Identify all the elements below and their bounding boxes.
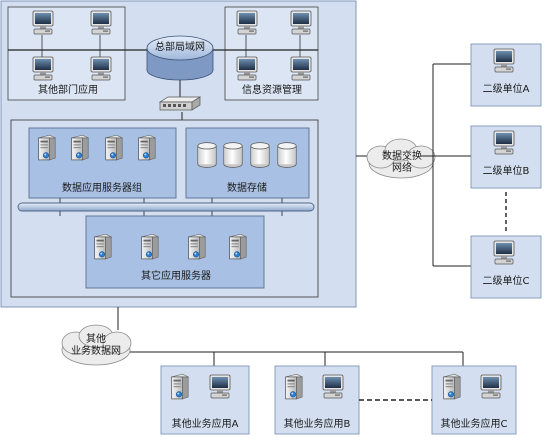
business-network-label: 其他 业务数据网 <box>71 334 121 357</box>
business-pc-icon <box>322 374 344 399</box>
dept-pc-icon <box>32 56 54 81</box>
info-pc-icon <box>290 56 312 81</box>
business-server-icon <box>285 373 303 400</box>
storage-disk-icon <box>223 142 243 168</box>
info-pc-icon <box>236 10 258 35</box>
data-storage-label: 数据存储 <box>227 183 267 194</box>
unit-c-label: 二级单位C <box>482 276 530 287</box>
storage-disk-icon <box>250 142 270 168</box>
unit-a-label: 二级单位A <box>482 84 530 95</box>
other-server-icon <box>141 233 159 260</box>
business-pc-icon <box>209 374 231 399</box>
dept-apps-label: 其他部门应用 <box>38 85 98 96</box>
app-server-group-label: 数据应用服务器组 <box>62 183 142 194</box>
dept-pc-icon <box>90 10 112 35</box>
unit-pc-icon <box>493 130 515 155</box>
switch-icon <box>159 96 201 111</box>
business-app-c-label: 其他业务应用C <box>440 419 508 430</box>
unit-pc-icon <box>493 48 515 73</box>
app-server-icon <box>71 134 89 161</box>
other-server-icon <box>188 233 206 260</box>
business-network-cloud <box>61 324 132 366</box>
app-server-icon <box>138 134 156 161</box>
dept-pc-icon <box>32 10 54 35</box>
unit-b-label: 二级单位B <box>482 166 530 177</box>
info-pc-icon <box>236 56 258 81</box>
business-app-b-label: 其他业务应用B <box>283 419 351 430</box>
business-server-icon <box>171 373 189 400</box>
other-app-servers-label: 其它应用服务器 <box>141 271 211 282</box>
other-server-icon <box>94 233 112 260</box>
business-app-a-label: 其他业务应用A <box>171 419 239 430</box>
data-bus <box>17 202 315 212</box>
info-pc-icon <box>290 10 312 35</box>
info-mgmt-label: 信息资源管理 <box>242 85 302 96</box>
business-pc-icon <box>480 374 502 399</box>
datacenter-frame <box>10 119 319 298</box>
app-server-icon <box>105 134 123 161</box>
business-server-icon <box>443 373 461 400</box>
hq-lan-hub <box>146 35 214 81</box>
hq-lan-label: 总部局域网 <box>155 42 205 53</box>
unit-pc-icon <box>493 240 515 265</box>
exchange-network-cloud <box>366 138 436 179</box>
other-server-icon <box>229 233 247 260</box>
app-server-icon <box>38 134 56 161</box>
dept-pc-icon <box>90 56 112 81</box>
storage-disk-icon <box>197 142 217 168</box>
exchange-network-label: 数据交换 网络 <box>382 151 422 174</box>
storage-disk-icon <box>277 142 297 168</box>
